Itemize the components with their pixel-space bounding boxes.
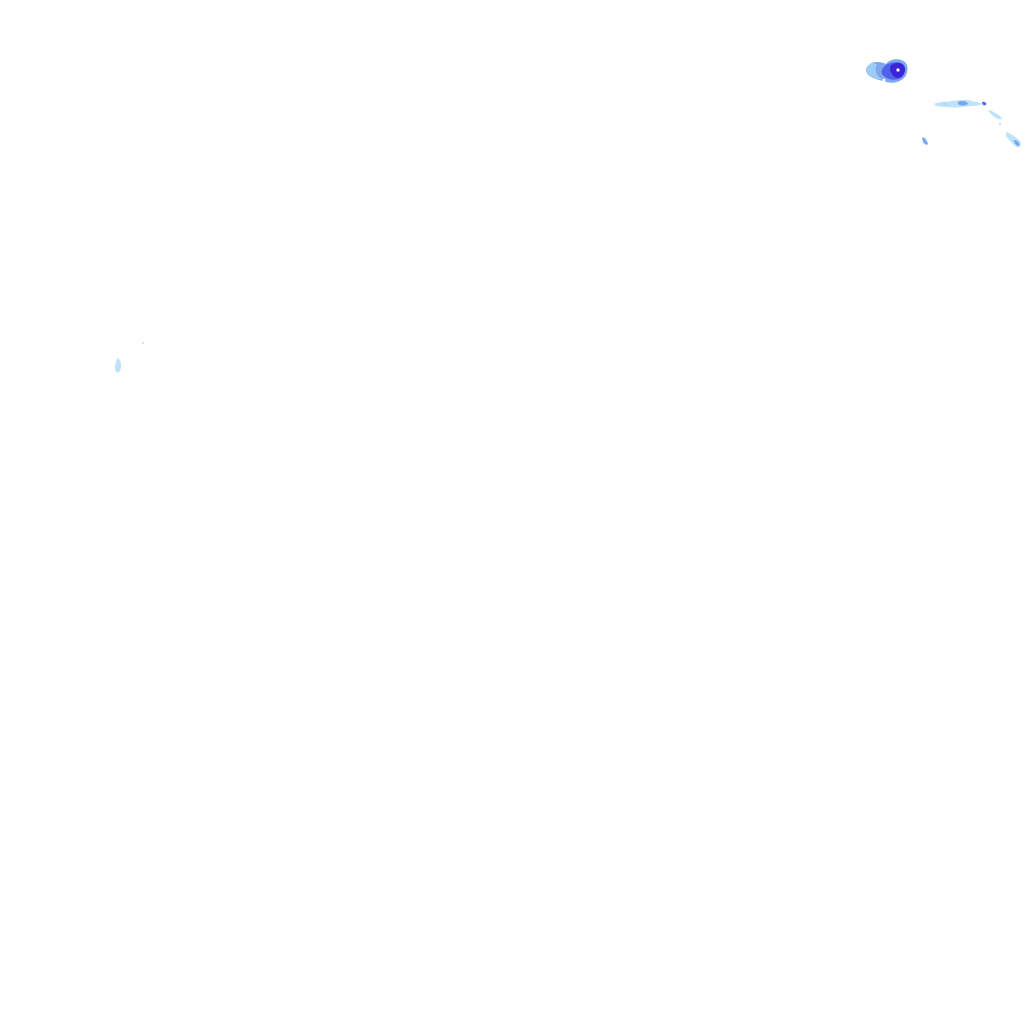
echo-light-dot (943, 102, 947, 106)
echo-moderate-speck (922, 137, 928, 145)
echo-heavy-speck (982, 101, 987, 106)
echo-light-dot (998, 122, 1002, 126)
echo-moderate-speck (1014, 140, 1020, 146)
echo-light-streak (115, 358, 122, 373)
echo-moderate-speck (958, 100, 968, 106)
echo-light-streak (988, 110, 1002, 120)
storm-cell-northeast (865, 59, 908, 83)
echo-light-dot (142, 342, 144, 344)
echo-gap (882, 78, 886, 82)
echo-gap (896, 68, 900, 72)
rain-band-east (922, 99, 1021, 148)
echo-cell-west (115, 342, 144, 373)
echo-light-fringe (866, 63, 882, 80)
